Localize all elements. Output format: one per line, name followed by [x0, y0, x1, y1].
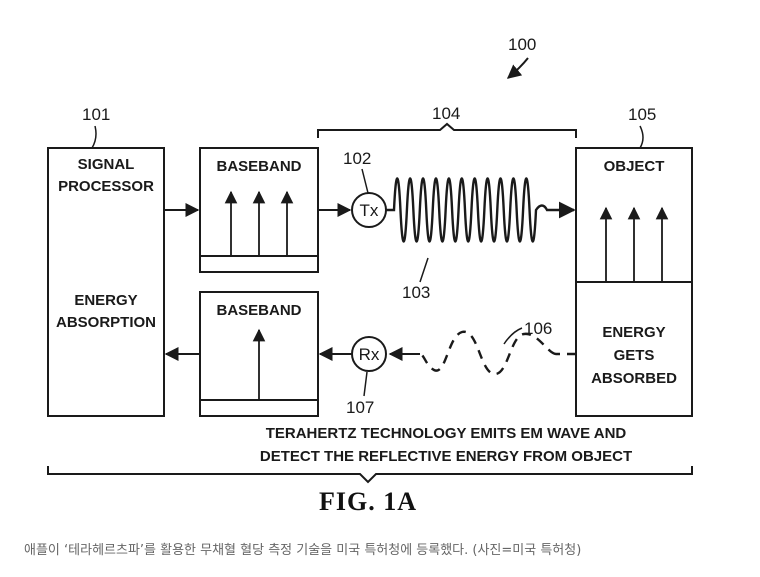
- signal-processor-box: [47, 147, 165, 417]
- ref-105-label: 105: [628, 105, 656, 124]
- ref-100-arrow: [506, 57, 529, 79]
- bottom-brace: [47, 466, 693, 484]
- object-label-3: GETS: [614, 347, 655, 364]
- ref-102-leader: [361, 168, 369, 194]
- outgoing-em-wave: [386, 177, 555, 243]
- ref-101-label: 101: [82, 105, 110, 124]
- ref-102-label: 102: [343, 149, 371, 168]
- processor-label-1: SIGNAL: [78, 156, 135, 173]
- ref-107-label: 107: [346, 398, 374, 417]
- reflected-em-wave: [419, 330, 557, 376]
- figure-caption: FIG. 1A: [319, 487, 417, 516]
- ref-103-label: 103: [402, 283, 430, 302]
- ref-106-label: 106: [524, 319, 552, 338]
- ref-106-leader: [503, 327, 523, 345]
- ref-101-leader: [91, 125, 97, 149]
- object-label-4: ABSORBED: [591, 370, 677, 387]
- object-label-2: ENERGY: [602, 324, 665, 341]
- processor-label-2: PROCESSOR: [58, 178, 154, 195]
- bottom-text-2: DETECT THE REFLECTIVE ENERGY FROM OBJECT: [260, 448, 632, 465]
- ref-105-leader: [639, 125, 644, 149]
- baseband-top-label: BASEBAND: [216, 158, 301, 175]
- patent-diagram: 100 101 SIGNAL PROCESSOR ENERGY ABSORPTI…: [47, 35, 693, 516]
- object-label: OBJECT: [604, 158, 665, 175]
- processor-label-3: ENERGY: [74, 292, 137, 309]
- tx-label: Tx: [360, 201, 379, 220]
- ref-107-leader: [363, 371, 368, 397]
- baseband-bottom-label: BASEBAND: [216, 302, 301, 319]
- ref-100-label: 100: [508, 35, 536, 54]
- rx-label: Rx: [359, 345, 380, 364]
- ref-104-label: 104: [432, 104, 460, 123]
- processor-label-4: ABSORPTION: [56, 314, 156, 331]
- photo-caption: 애플이 ‘테라헤르츠파’를 활용한 무채혈 혈당 측정 기술을 미국 특허청에 …: [24, 543, 582, 558]
- bottom-text-1: TERAHERTZ TECHNOLOGY EMITS EM WAVE AND: [266, 425, 627, 442]
- brace-104: [317, 122, 577, 138]
- ref-103-leader: [419, 257, 429, 283]
